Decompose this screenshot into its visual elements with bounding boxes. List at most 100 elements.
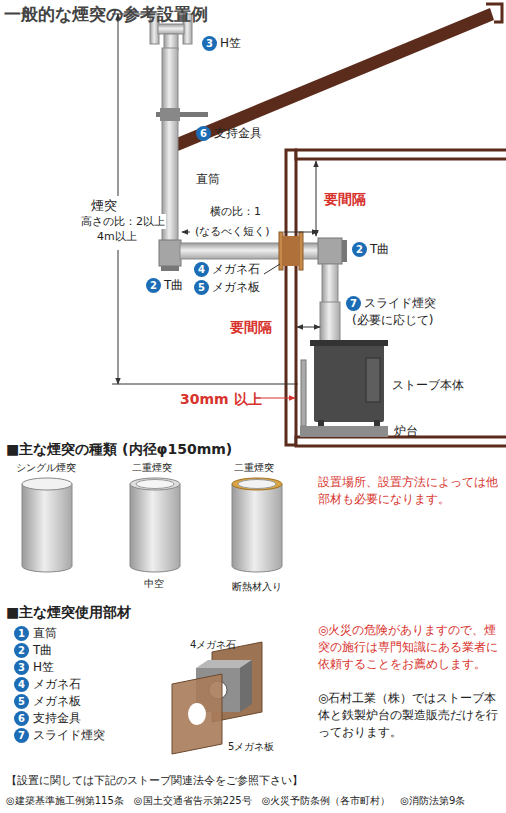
roof	[174, 4, 502, 151]
part-label: メガネ板	[212, 280, 260, 295]
notice-text: 【設置に関しては下記のストーブ関連法令をご参照下さい】	[6, 773, 303, 787]
part-label: 中空	[144, 577, 164, 591]
part-label: 4メガネ石	[190, 638, 236, 652]
dimension-line	[297, 327, 320, 328]
part-label: ストーブ本体	[392, 378, 464, 393]
callout-number: 6	[14, 711, 29, 726]
dimension-line	[118, 14, 119, 196]
part-label: (なるべく短く)	[194, 224, 271, 239]
pipe-type	[136, 480, 174, 489]
callout-number: 7	[346, 296, 361, 311]
house-wall	[286, 150, 296, 445]
house-wall	[286, 150, 506, 446]
part-label: 4m以上	[96, 229, 138, 244]
callout-number: 3	[202, 36, 217, 51]
section-heading: ■主な煙突の種類 (内径φ150mm)	[6, 440, 232, 458]
part-label: 高さの比：2以上	[80, 214, 166, 229]
warning-text: 要間隔	[230, 318, 272, 336]
callout-number: 7	[14, 728, 29, 743]
dimension-line	[112, 384, 298, 385]
megane-parts	[172, 674, 222, 754]
megane-stone	[279, 232, 303, 270]
part-label: T曲	[164, 278, 183, 293]
part-label: (必要に応じて)	[352, 313, 433, 328]
chimney-pipe	[159, 240, 181, 266]
part-label: シングル煙突	[16, 461, 76, 475]
diagram-title: 一般的な煙突の参考設置例	[4, 4, 208, 24]
megane-parts	[188, 703, 206, 725]
chimney-pipe	[318, 238, 342, 264]
part-label: 炉台	[394, 424, 418, 439]
part-label: T曲	[370, 242, 389, 257]
callout-number: 1	[14, 626, 29, 641]
stove	[366, 358, 380, 402]
stove	[318, 420, 324, 426]
roof	[486, 4, 502, 22]
pipe-type	[232, 484, 282, 572]
roof	[174, 8, 494, 151]
callout-number: 2	[146, 278, 161, 293]
part-label: H笠	[33, 660, 54, 675]
part-label: 断熱材入り	[232, 580, 282, 594]
part-label: ◎建築基準施工例第115条	[6, 794, 124, 808]
callout-number: 2	[14, 643, 29, 658]
stove	[314, 344, 384, 422]
part-label: 直筒	[196, 172, 220, 187]
part-label: T曲	[33, 643, 52, 658]
callout-number: 6	[196, 126, 211, 141]
note-text: ◎火災の危険がありますので、煙突の施行は専門知識にある業者に依頼することをお薦め…	[318, 622, 498, 673]
part-label: スライド煙突	[364, 296, 436, 311]
stove	[301, 360, 306, 426]
callout-number: 4	[14, 677, 29, 692]
part-label: ◎火災予防条例（各市町村）	[262, 794, 391, 808]
pipe-type	[232, 478, 282, 490]
part-label: 直筒	[33, 626, 57, 641]
pipe-type	[22, 478, 282, 572]
dimension-line	[284, 232, 318, 233]
callout-number: 5	[14, 694, 29, 709]
dimension-line	[112, 14, 320, 398]
part-label: 横の比：1	[210, 204, 261, 219]
megane-stone	[283, 236, 299, 266]
stove	[310, 340, 388, 346]
note-text: 設置場所、設置方法によっては他部材も必要になります。	[318, 474, 498, 508]
dimension-line	[260, 398, 295, 399]
megane-parts	[240, 660, 252, 712]
pipe-type	[238, 480, 276, 489]
chimney-pipe	[156, 48, 347, 344]
part-label: ◎消防法第9条	[400, 794, 465, 808]
part-label: メガネ板	[33, 694, 81, 709]
pipe-type	[130, 484, 180, 572]
megane-stone	[299, 232, 303, 270]
pipe-type	[22, 484, 72, 572]
dimension-line	[264, 264, 280, 274]
part-label: 煙突	[90, 198, 118, 214]
callout-number: 4	[194, 262, 209, 277]
chimney-pipe	[160, 108, 180, 121]
dimension-line	[118, 250, 119, 384]
warning-text: 要間隔	[324, 190, 366, 208]
chimney-pipe	[320, 302, 340, 344]
stove	[300, 340, 388, 437]
pipe-type	[22, 478, 72, 490]
part-label: H笠	[220, 36, 241, 51]
callout-number: 2	[352, 242, 367, 257]
part-label: スライド煙突	[33, 728, 105, 743]
dimension-line	[182, 232, 190, 233]
house-wall	[296, 150, 506, 159]
part-label: 二重煙突	[132, 461, 172, 475]
chimney-pipe	[342, 240, 347, 262]
h-cap	[158, 24, 184, 34]
part-label: 支持金具	[214, 126, 262, 141]
section-heading: ■主な煙突使用部材	[6, 603, 131, 621]
part-label: メガネ石	[33, 677, 81, 692]
dimension-line	[316, 161, 317, 236]
callout-number: 5	[194, 280, 209, 295]
note-text: ◎石村工業（株）ではストーブ本体と鉄製炉台の製造販売だけを行っております。	[318, 690, 498, 741]
part-label: 支持金具	[33, 711, 81, 726]
warning-text: 30mm 以上	[180, 390, 262, 408]
chimney-pipe	[161, 266, 179, 271]
part-label: ◎国土交通省告示第225号	[134, 794, 252, 808]
pipe-type	[130, 478, 180, 490]
